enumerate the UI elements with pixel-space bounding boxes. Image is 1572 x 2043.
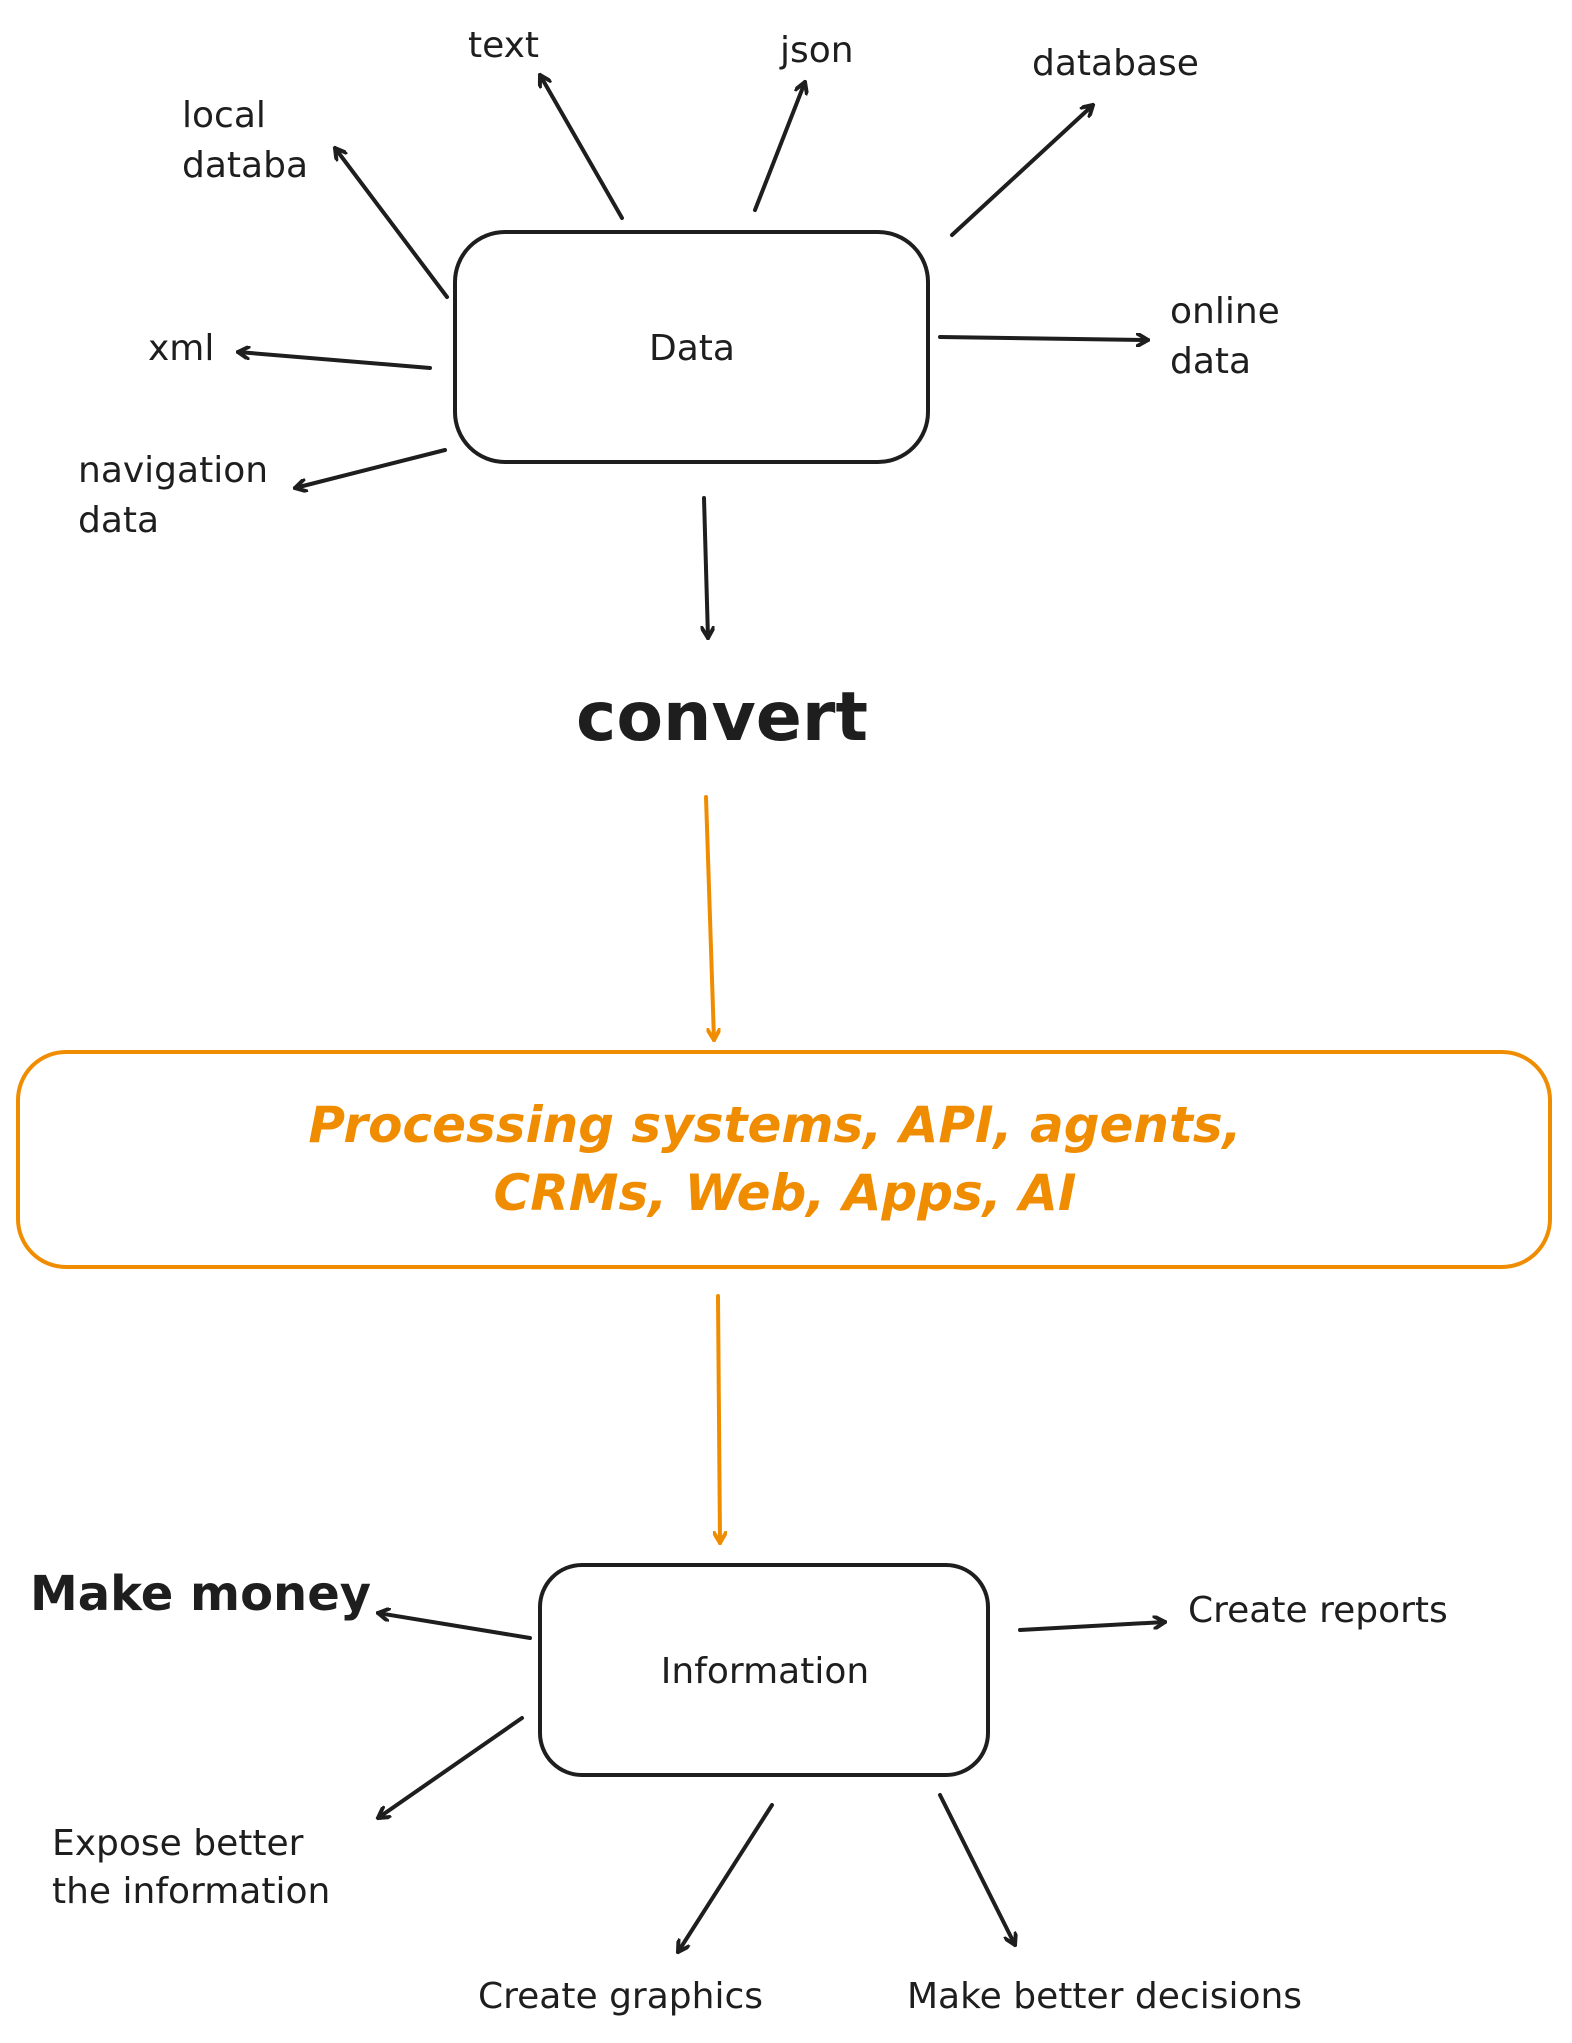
information-box-label: Information <box>661 1651 869 1692</box>
label-navigation-data-line1: navigation <box>78 450 268 491</box>
arrow-to-create-reports <box>1018 1622 1165 1632</box>
label-make-better-decisions: Make better decisions <box>907 1976 1302 2017</box>
arrow-to-expose-better <box>378 1716 524 1818</box>
label-online-data-line2: data <box>1170 341 1251 382</box>
arrow-to-make-better-decisions <box>938 1793 1015 1945</box>
data-box-label: Data <box>649 328 735 369</box>
label-local-database-line2: databa <box>182 145 308 186</box>
data-box <box>453 230 930 464</box>
label-online-data-line1: online <box>1170 291 1280 332</box>
arrow-to-online-data <box>938 337 1148 340</box>
arrow-to-make-money <box>378 1613 532 1640</box>
label-create-graphics: Create graphics <box>478 1976 763 2017</box>
information-box <box>538 1563 990 1777</box>
arrow-to-navigation-data <box>295 448 447 488</box>
label-make-money: Make money <box>30 1566 371 1622</box>
label-json: json <box>779 30 854 71</box>
processing-box <box>16 1050 1552 1269</box>
arrow-to-create-graphics <box>678 1803 774 1952</box>
arrow-processing-to-information <box>718 1294 720 1543</box>
arrow-to-local-database <box>335 148 449 299</box>
label-local-database-line1: local <box>182 95 266 136</box>
label-create-reports: Create reports <box>1188 1590 1448 1631</box>
label-xml: xml <box>148 328 214 369</box>
label-text: text <box>468 25 539 66</box>
convert-label: convert <box>576 678 868 757</box>
processing-line2: CRMs, Web, Apps, AI <box>494 1164 1077 1222</box>
arrow-to-text <box>540 75 624 220</box>
processing-line1: Processing systems, API, agents, <box>308 1096 1241 1154</box>
arrow-to-json <box>753 82 805 212</box>
arrow-to-database <box>950 105 1093 237</box>
label-navigation-data-line2: data <box>78 500 159 541</box>
label-database: database <box>1032 43 1199 84</box>
arrow-to-xml <box>238 352 432 370</box>
arrow-data-to-convert <box>704 496 708 638</box>
label-expose-better-line2: the information <box>52 1871 330 1912</box>
label-expose-better-line1: Expose better <box>52 1823 304 1864</box>
arrow-convert-to-processing <box>704 795 714 1040</box>
